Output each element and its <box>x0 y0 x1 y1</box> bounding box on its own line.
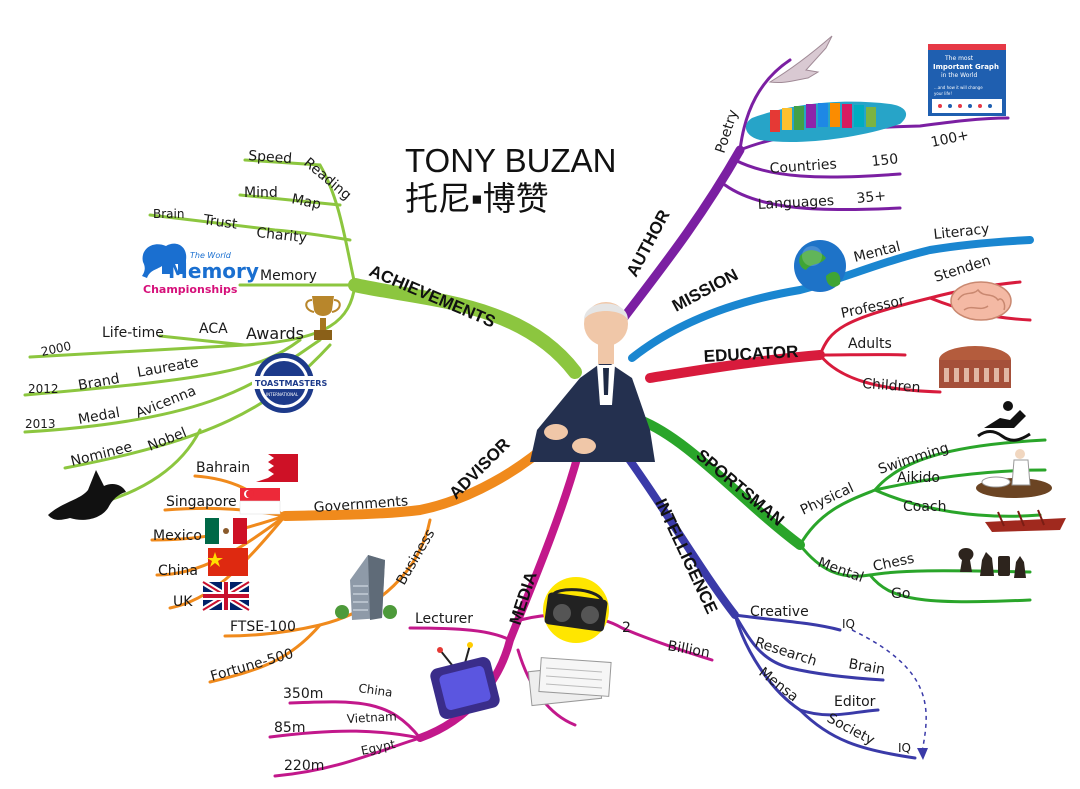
media-two: 2 <box>622 620 631 636</box>
intel-creative: Creative <box>750 604 809 620</box>
skyscraper-icon <box>335 555 397 620</box>
sport-coach: Coach <box>903 499 947 515</box>
achv-speed: Speed <box>248 148 293 167</box>
concert-hall-icon <box>939 346 1011 388</box>
media-tv-egypt: Egypt <box>360 737 397 758</box>
rowing-icon <box>985 510 1066 532</box>
achv-nominee: Nominee <box>69 439 134 470</box>
toastmasters-sub: INTERNATIONAL <box>266 392 299 397</box>
television-icon <box>429 642 502 721</box>
sport-go: Go <box>891 586 910 602</box>
author-languages-n: 35+ <box>856 188 887 207</box>
advisor-country-bahrain: Bahrain <box>196 460 250 476</box>
advisor-country-uk: UK <box>173 594 193 610</box>
author-countries: Countries <box>769 156 837 177</box>
advisor-country-china: China <box>158 563 198 579</box>
intel-research: Research <box>753 635 819 670</box>
book-cover-icon: The most Important Graph in the World ..… <box>928 44 1006 116</box>
intel-brain: Brain <box>847 656 886 678</box>
book-cover-line2: Important Graph <box>933 63 999 71</box>
advisor-branch: ADVISOR Governments Bahrain Singapore Me… <box>152 435 553 685</box>
edu-professor: Professor <box>840 293 907 322</box>
book-cover-line1: The most <box>944 55 974 62</box>
media-tv-vietnam: Vietnam <box>346 709 397 726</box>
sport-mental: Mental <box>816 555 866 586</box>
wmc-memory: Memory <box>168 259 259 283</box>
sportsman-label: SPORTSMAN <box>692 446 787 530</box>
advisor-fortune: Fortune-500 <box>209 646 296 685</box>
wmc-championships: Championships <box>143 283 238 296</box>
singapore-flag-icon <box>240 488 280 514</box>
books-icon <box>746 102 906 142</box>
book-cover-line4: ...and how it will change <box>934 85 983 90</box>
media-lecturer: Lecturer <box>415 611 473 627</box>
advisor-ftse: FTSE-100 <box>230 619 296 635</box>
achv-2013: 2013 <box>25 417 56 431</box>
intel-mensa: Mensa <box>756 665 802 706</box>
intel-iq-bottom: IQ <box>898 741 911 755</box>
bahrain-flag-icon <box>256 454 298 482</box>
advisor-country-singapore: Singapore <box>166 494 237 510</box>
media-tv-china-value: 350m <box>283 686 323 702</box>
achv-trust: Trust <box>201 212 238 233</box>
achv-brain: Brain <box>153 207 184 221</box>
achv-brand: Brand <box>77 371 121 394</box>
media-tv-vietnam-value: 85m <box>274 720 305 736</box>
achv-aca: ACA <box>199 321 228 337</box>
media-billion: Billion <box>666 638 711 661</box>
dove-icon <box>48 470 126 520</box>
uk-flag-icon <box>203 582 249 610</box>
brain-icon <box>951 282 1011 320</box>
toastmasters-logo: TOASTMASTERS INTERNATIONAL <box>252 353 327 413</box>
achv-mind: Mind <box>244 185 278 201</box>
author-countries-n: 150 <box>871 151 899 170</box>
intel-iq-top: IQ <box>842 617 855 631</box>
globe-icon <box>794 240 846 292</box>
memory-championships-logo: The World Memory Championships <box>142 244 259 296</box>
swimming-icon <box>978 401 1030 440</box>
media-tv-egypt-value: 220m <box>284 758 324 774</box>
achv-awards: Awards <box>246 324 304 343</box>
achv-lifetime: Life-time <box>102 325 164 341</box>
achv-2012: 2012 <box>28 382 59 396</box>
china-flag-icon <box>207 548 248 576</box>
advisor-business: Business <box>394 527 439 588</box>
achv-charity: Charity <box>256 225 308 246</box>
achv-map: Map <box>290 191 322 213</box>
toastmasters-text: TOASTMASTERS <box>255 379 327 388</box>
radio-icon <box>543 577 609 643</box>
intel-editor: Editor <box>834 694 876 710</box>
edu-children: Children <box>862 376 921 396</box>
book-cover-line3: in the World <box>941 72 978 79</box>
achv-nobel: Nobel <box>146 425 189 455</box>
mexico-flag-icon <box>205 518 247 544</box>
author-count: 100+ <box>930 127 971 151</box>
achv-memory: Memory <box>260 268 317 284</box>
book-cover-line5: your life! <box>934 91 952 96</box>
advisor-country-mexico: Mexico <box>153 528 202 544</box>
central-portrait <box>530 302 655 462</box>
chess-icon <box>959 548 1026 578</box>
airplane-icon <box>770 36 832 83</box>
achv-avicenna: Avicenna <box>134 383 199 422</box>
media-tv-china: China <box>358 681 394 700</box>
edu-stenden: Stenden <box>932 253 992 286</box>
sport-aikido: Aikido <box>897 470 940 486</box>
achievements-trunk <box>355 285 575 372</box>
intelligence-label: INTELLIGENCE <box>651 496 721 617</box>
newspapers-icon <box>528 658 611 706</box>
edu-adults: Adults <box>848 336 892 352</box>
